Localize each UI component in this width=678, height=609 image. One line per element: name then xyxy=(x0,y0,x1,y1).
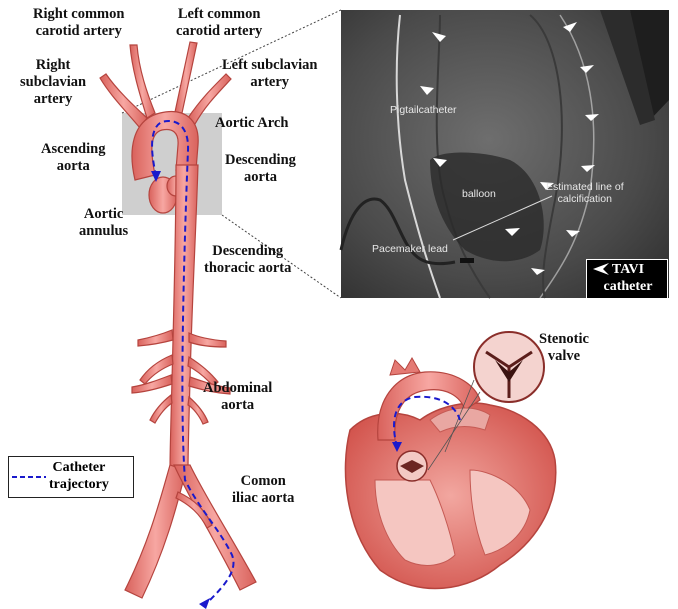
xray-balloon-label: balloon xyxy=(462,188,496,200)
label-left-common-carotid: Left common carotid artery xyxy=(176,6,262,40)
left-iliac-branch xyxy=(125,465,186,598)
tavi-catheter-label: TAVI catheter xyxy=(591,261,665,295)
xray-pacemaker-label: Pacemaker lead xyxy=(372,243,448,255)
legend-catheter-trajectory: Catheter trajectory xyxy=(49,459,109,493)
left-common-carotid-branch xyxy=(175,42,197,113)
legend-dashed-line-icon xyxy=(12,471,48,483)
label-descending-aorta: Descending aorta xyxy=(225,152,296,186)
label-aortic-annulus: Aortic annulus xyxy=(79,206,128,240)
label-stenotic-valve: Stenotic valve xyxy=(539,331,589,365)
label-right-subclavian: Right subclavian artery xyxy=(20,57,86,108)
label-right-common-carotid: Right common carotid artery xyxy=(33,6,124,40)
label-comon-iliac-aorta: Comon iliac aorta xyxy=(232,473,294,507)
label-ascending-aorta: Ascending aorta xyxy=(41,141,105,175)
heart-illustration xyxy=(345,332,555,589)
legend: Catheter trajectory xyxy=(8,456,134,498)
label-abdominal-aorta: Abdominal aorta xyxy=(203,380,272,414)
label-left-subclavian: Left subclavian artery xyxy=(222,57,317,91)
catheter-entry-arrowhead xyxy=(199,598,210,609)
tavi-catheter-legend: TAVI catheter xyxy=(586,259,668,299)
label-descending-thoracic-aorta: Descending thoracic aorta xyxy=(204,243,291,277)
xray-estimated-line-label: Estimated line of calcification xyxy=(546,181,624,205)
label-aortic-arch: Aortic Arch xyxy=(215,115,288,132)
xray-pigtail-label: Pigtailcatheter xyxy=(390,104,457,116)
